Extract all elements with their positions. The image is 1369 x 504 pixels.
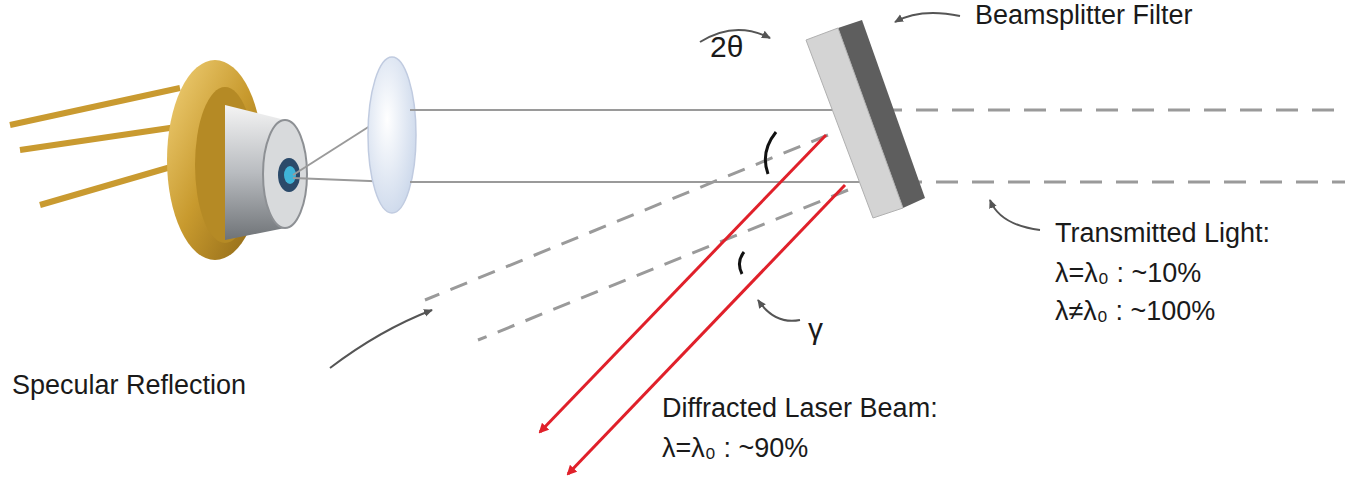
text-label: Specular Reflection [12, 370, 246, 401]
text-label: Transmitted Light: [1055, 218, 1270, 249]
text-label: Diffracted Laser Beam: [662, 393, 938, 424]
text-label: γ [808, 312, 823, 347]
text-label: Beamsplitter Filter [975, 0, 1193, 31]
beamsplitter-filter [806, 20, 925, 218]
text-label: 2θ [710, 30, 743, 65]
text-label: λ=λ₀ : ~10% [1055, 258, 1201, 289]
text-label: λ≠λ₀ : ~100% [1055, 296, 1215, 327]
text-label: λ=λ₀ : ~90% [662, 433, 808, 464]
lens [368, 57, 416, 213]
laser-diode [10, 60, 307, 260]
